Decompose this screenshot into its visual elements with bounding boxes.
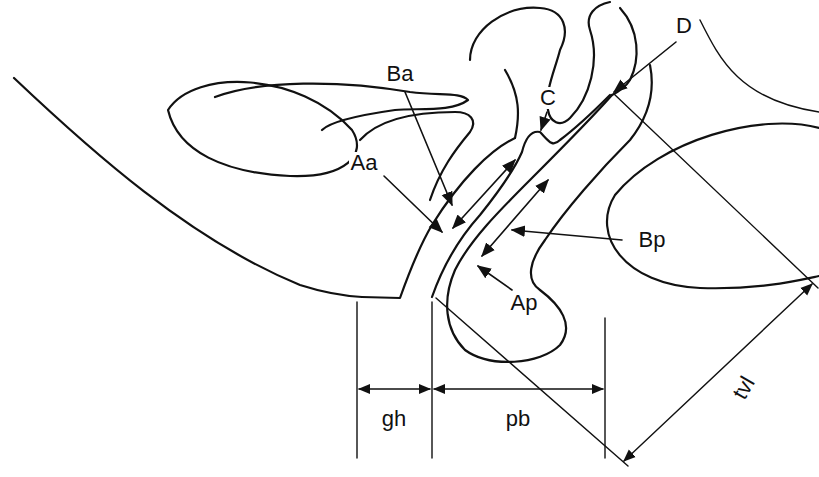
abdominal-wall <box>14 78 362 297</box>
rectum-sacrum <box>607 124 819 289</box>
part-label: Ba <box>385 63 416 85</box>
part-label: C <box>538 87 558 109</box>
bladder <box>215 84 468 130</box>
extension-line <box>436 94 818 466</box>
posterior-wall-arrow <box>482 180 548 256</box>
leader-line <box>384 176 442 232</box>
dimension-line <box>359 388 430 389</box>
part-label: tvl <box>728 371 760 405</box>
dimension-line <box>624 284 812 461</box>
part-label: Bp <box>637 229 668 251</box>
cervix <box>505 70 518 138</box>
part-label: Aa <box>349 152 380 174</box>
pubic-bone <box>168 82 357 176</box>
anterior-wall-arrow <box>453 160 515 228</box>
part-label: pb <box>504 408 532 430</box>
part-label: gh <box>380 408 408 430</box>
sacral-outline <box>700 20 819 112</box>
uterus <box>470 2 610 123</box>
posterior-wall-perineal-body <box>447 65 652 362</box>
cul-de-sac <box>612 8 637 95</box>
extension-line <box>357 302 605 458</box>
part-label: Ap <box>509 292 540 314</box>
leader-line <box>614 42 676 92</box>
leader-line <box>541 112 547 130</box>
part-label: D <box>674 15 694 37</box>
dimension-line <box>434 388 603 389</box>
leader-line <box>478 266 512 290</box>
leader-line <box>405 92 452 205</box>
leader-line <box>512 230 622 240</box>
